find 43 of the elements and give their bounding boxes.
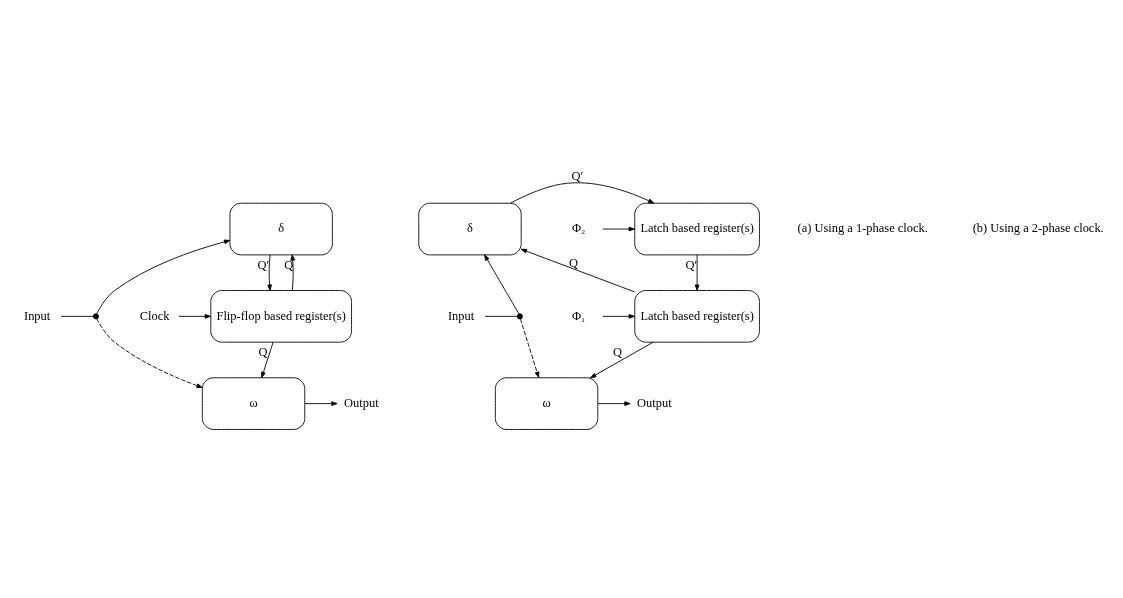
connector xyxy=(484,315,518,317)
edge-label: Q xyxy=(284,257,294,272)
arrow xyxy=(597,400,631,406)
edge-label: Q xyxy=(258,344,268,359)
node-box: Flip-flop based register(s) xyxy=(210,289,352,343)
edge-label: Q xyxy=(613,344,623,359)
arrow xyxy=(520,248,636,292)
node-box: ω xyxy=(201,376,306,430)
arrow xyxy=(484,253,520,314)
arrow xyxy=(178,313,211,319)
edge-label: Q′ xyxy=(257,257,270,272)
node-box: δ xyxy=(229,202,333,255)
label: (b) Using a 2-phase clock. xyxy=(972,220,1104,235)
edge-label: Q′ xyxy=(571,168,584,183)
node-text: Output xyxy=(637,395,672,410)
node-text: Output xyxy=(344,395,379,410)
node-box: Latch based register(s) xyxy=(634,289,760,343)
node-box: ω xyxy=(494,376,599,430)
edge-label: Q xyxy=(569,255,579,270)
edge-label: Q′ xyxy=(685,257,698,272)
node-box: Latch based register(s) xyxy=(634,202,760,255)
node-text: Input xyxy=(24,308,51,323)
label: (a) Using a 1-phase clock. xyxy=(797,220,928,235)
node-text: Φ₁ xyxy=(571,308,586,323)
arrow xyxy=(304,400,338,406)
arrow xyxy=(590,341,654,378)
arrow xyxy=(261,341,274,378)
arrow xyxy=(519,318,540,378)
node-box: δ xyxy=(418,202,522,255)
arrow xyxy=(267,253,272,291)
arrow xyxy=(602,313,635,319)
connector xyxy=(60,315,94,317)
node-circle xyxy=(92,312,99,319)
node-text: Φ₂ xyxy=(571,220,586,235)
node-text: Input xyxy=(447,308,475,323)
arrow xyxy=(694,253,700,291)
arrow xyxy=(602,226,635,231)
arrow xyxy=(290,253,296,291)
node-text: Clock xyxy=(139,308,170,323)
arrow xyxy=(96,239,231,314)
arrow xyxy=(510,181,655,204)
node-circle xyxy=(516,312,523,319)
arrow xyxy=(96,317,203,388)
